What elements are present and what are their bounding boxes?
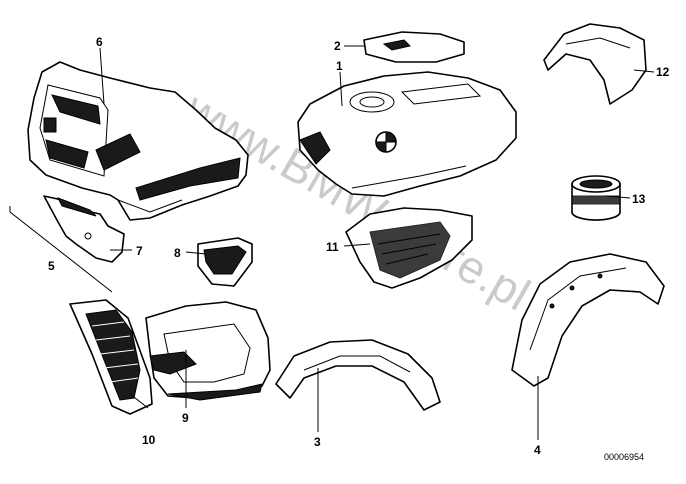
label-10: 10 (142, 433, 156, 447)
label-3: 3 (314, 435, 321, 449)
part-13-filter (571, 175, 621, 221)
label-4: 4 (534, 443, 541, 457)
part-10-grille (69, 299, 153, 415)
label-6: 6 (96, 35, 103, 49)
part-2-cap-cover (363, 31, 465, 63)
part-5-bracket (9, 195, 125, 293)
leader-lines (99, 45, 655, 440)
label-8: 8 (174, 246, 181, 260)
label-9: 9 (182, 411, 189, 425)
part-9-lower-fairing (145, 301, 271, 401)
part-6-fairing (27, 61, 249, 221)
label-7: 7 (136, 244, 143, 258)
label-11: 11 (326, 240, 339, 254)
part-4-rear-mudguard (511, 253, 665, 387)
label-5: 5 (48, 259, 55, 273)
part-12-seat-cowl (543, 23, 647, 105)
label-13: 13 (632, 192, 646, 206)
part-8-lens (197, 237, 253, 287)
label-2: 2 (334, 39, 341, 53)
part-11-side-cover (345, 207, 473, 289)
label-12: 12 (656, 65, 670, 79)
label-1: 1 (336, 59, 343, 73)
part-3-front-mudguard (275, 339, 441, 411)
part-1-fuel-tank (297, 71, 517, 197)
diagram-reference-number: 00006954 (604, 452, 644, 462)
